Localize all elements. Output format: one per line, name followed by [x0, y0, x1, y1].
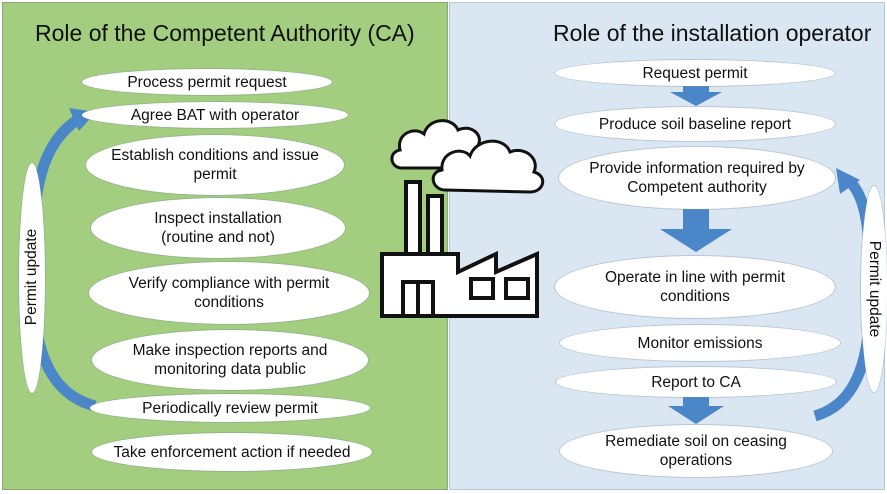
ca-step-establish-conditions: Establish conditions and issue permit	[86, 135, 344, 195]
down-arrow-1	[670, 83, 722, 106]
ca-step-enforcement: Take enforcement action if needed	[92, 433, 372, 471]
down-arrow-3	[668, 395, 724, 424]
factory-icon	[380, 180, 539, 318]
ca-step-process-permit: Process permit request	[82, 69, 332, 95]
op-permit-update-label: Permit update	[866, 240, 883, 338]
cloud-icon	[390, 119, 545, 194]
op-step-report-to-ca: Report to CA	[556, 367, 836, 397]
op-step-remediate-soil: Remediate soil on ceasing operations	[560, 425, 832, 477]
ca-step-make-reports-public: Make inspection reports and monitoring d…	[92, 330, 368, 390]
op-permit-update-oval	[861, 186, 887, 392]
ca-step-verify-compliance: Verify compliance with permit conditions	[89, 262, 369, 324]
right-arrowhead	[836, 168, 860, 194]
op-step-request-permit: Request permit	[555, 60, 835, 86]
ca-step-review-permit: Periodically review permit	[90, 394, 370, 422]
operator-panel-title: Role of the installation operator	[553, 20, 872, 46]
ca-step-inspect-installation: Inspect installation (routine and not)	[91, 198, 345, 258]
op-step-operate-in-line: Operate in line with permit conditions	[555, 256, 835, 318]
ca-permit-update-label: Permit update	[23, 228, 40, 326]
ca-panel-title: Role of the Competent Authority (CA)	[35, 20, 415, 46]
op-step-soil-baseline: Produce soil baseline report	[555, 107, 835, 141]
ca-permit-update-oval	[19, 163, 45, 393]
op-step-monitor-emissions: Monitor emissions	[560, 325, 840, 361]
ca-step-agree-bat: Agree BAT with operator	[82, 102, 348, 128]
op-step-provide-information: Provide information required by Competen…	[559, 147, 835, 209]
down-arrow-2	[660, 208, 732, 252]
